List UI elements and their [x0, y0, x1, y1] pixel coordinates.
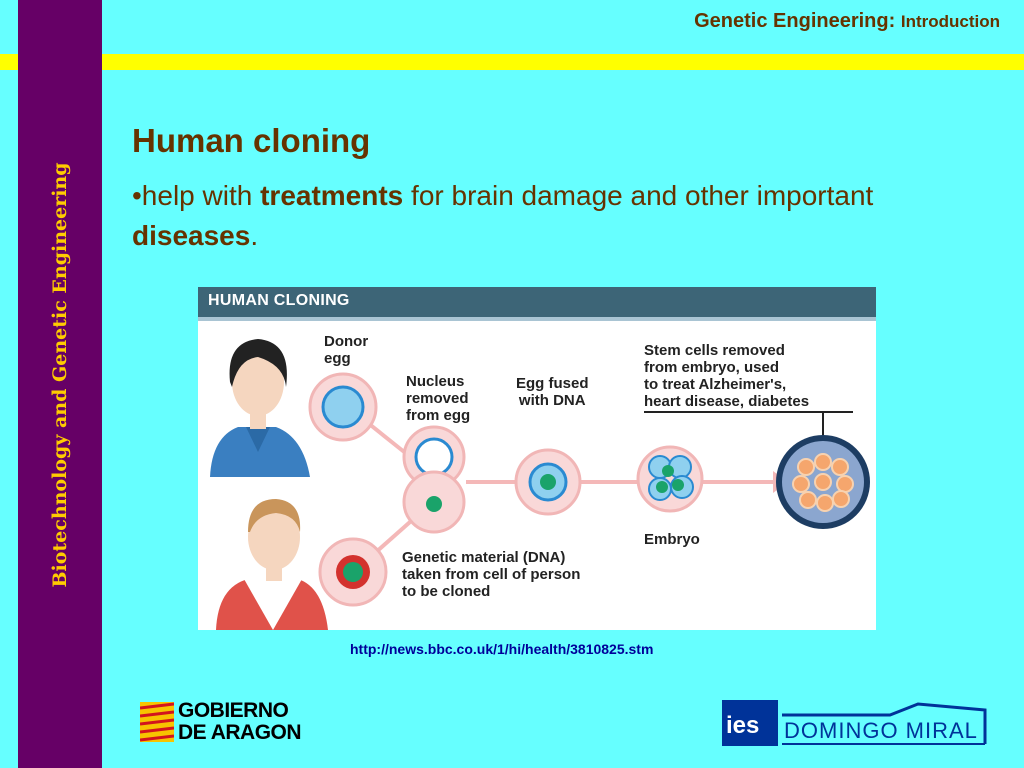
slide-bullet: •help with treatments for brain damage a…: [132, 176, 932, 256]
header-band: [0, 54, 1024, 70]
gobierno-line2: DE ARAGON: [178, 721, 302, 744]
label-egg-fused: Egg fused with DNA: [516, 375, 589, 409]
aragon-flag-icon: [140, 702, 174, 742]
figure-title: HUMAN CLONING: [208, 292, 350, 309]
left-edge-bar: [0, 0, 18, 768]
source-link[interactable]: http://news.bbc.co.uk/1/hi/health/381082…: [350, 641, 654, 657]
ies-logo-short: ies: [726, 712, 760, 739]
label-nucleus-line3: from egg: [406, 407, 471, 424]
bullet-suffix: .: [250, 220, 259, 251]
label-embryo: Embryo: [644, 531, 700, 548]
slide-heading: Human cloning: [132, 122, 371, 159]
label-donor-line1: Donor: [324, 333, 369, 350]
ies-domingo-miral-logo: ies DOMINGO MIRAL: [720, 700, 992, 748]
ies-logo-name: DOMINGO MIRAL: [784, 718, 978, 743]
label-dna-line1: Genetic material (DNA): [402, 549, 566, 566]
gobierno-line1: GOBIERNO: [178, 699, 289, 722]
label-nucleus-line2: removed: [406, 390, 469, 407]
header-title-main: Genetic Engineering:: [694, 10, 896, 32]
woman-illustration: [210, 339, 310, 477]
label-dna-line2: taken from cell of person: [402, 566, 581, 583]
label-stem-line1: Stem cells removed: [644, 342, 785, 359]
label-donor-egg: Donor egg: [324, 333, 368, 367]
bullet-bold-diseases: diseases: [132, 220, 251, 251]
cloning-diagram: [210, 339, 870, 630]
label-nucleus-line1: Nucleus: [406, 373, 465, 390]
bullet-bold-treatments: treatments: [260, 180, 404, 211]
label-nucleus-removed: Nucleus removed from egg: [406, 373, 470, 424]
sidebar: [18, 0, 102, 768]
gobierno-logo-text: GOBIERNO DE ARAGON: [178, 699, 302, 744]
bullet-middle: for brain damage and other important: [403, 180, 874, 211]
figure-header-strip: [198, 317, 876, 321]
label-stem-line4: heart disease, diabetes: [644, 393, 810, 410]
header-title: Genetic Engineering: Introduction: [694, 10, 1000, 33]
sidebar-label: Biotechnology and Genetic Engineering: [49, 162, 71, 588]
label-dna-line3: to be cloned: [402, 583, 491, 600]
label-fused-line1: Egg fused: [516, 375, 589, 392]
bullet-prefix: •help with: [132, 180, 261, 211]
label-stem-line2: from embryo, used: [644, 359, 780, 376]
header-title-sub: Introduction: [900, 12, 1000, 31]
figure-header: HUMAN CLONING: [198, 287, 876, 317]
label-stem-line3: to treat Alzheimer's,: [644, 376, 787, 393]
cloning-figure: HUMAN CLONING Donor egg Nucleus removed …: [198, 287, 876, 630]
label-genetic-material: Genetic material (DNA) taken from cell o…: [402, 549, 580, 600]
house-roof-icon: [782, 702, 987, 745]
label-fused-line2: with DNA: [518, 392, 586, 409]
gobierno-aragon-logo: GOBIERNO DE ARAGON: [140, 700, 310, 745]
man-illustration: [216, 499, 328, 630]
label-stem-cells: Stem cells removed from embryo, used to …: [644, 342, 809, 410]
ies-logo-box: ies: [722, 700, 778, 746]
label-donor-line2: egg: [324, 350, 351, 367]
